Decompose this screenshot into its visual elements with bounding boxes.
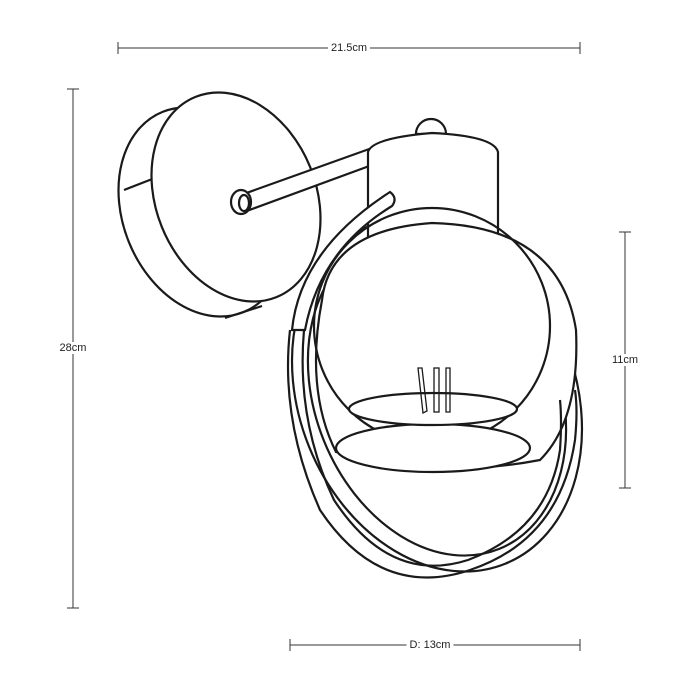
depth-label: D: 13cm [406, 639, 454, 651]
bulb-filament [417, 367, 451, 414]
width-label: 21.5cm [327, 42, 371, 54]
knob [414, 117, 448, 136]
lamp-holder [366, 117, 500, 252]
wall-plate [117, 91, 322, 320]
ring-hook [290, 190, 396, 332]
height-label: 28cm [56, 342, 90, 354]
globe-shade [312, 206, 578, 474]
shade-height-label: 11cm [608, 354, 642, 366]
ring-front [286, 190, 578, 579]
